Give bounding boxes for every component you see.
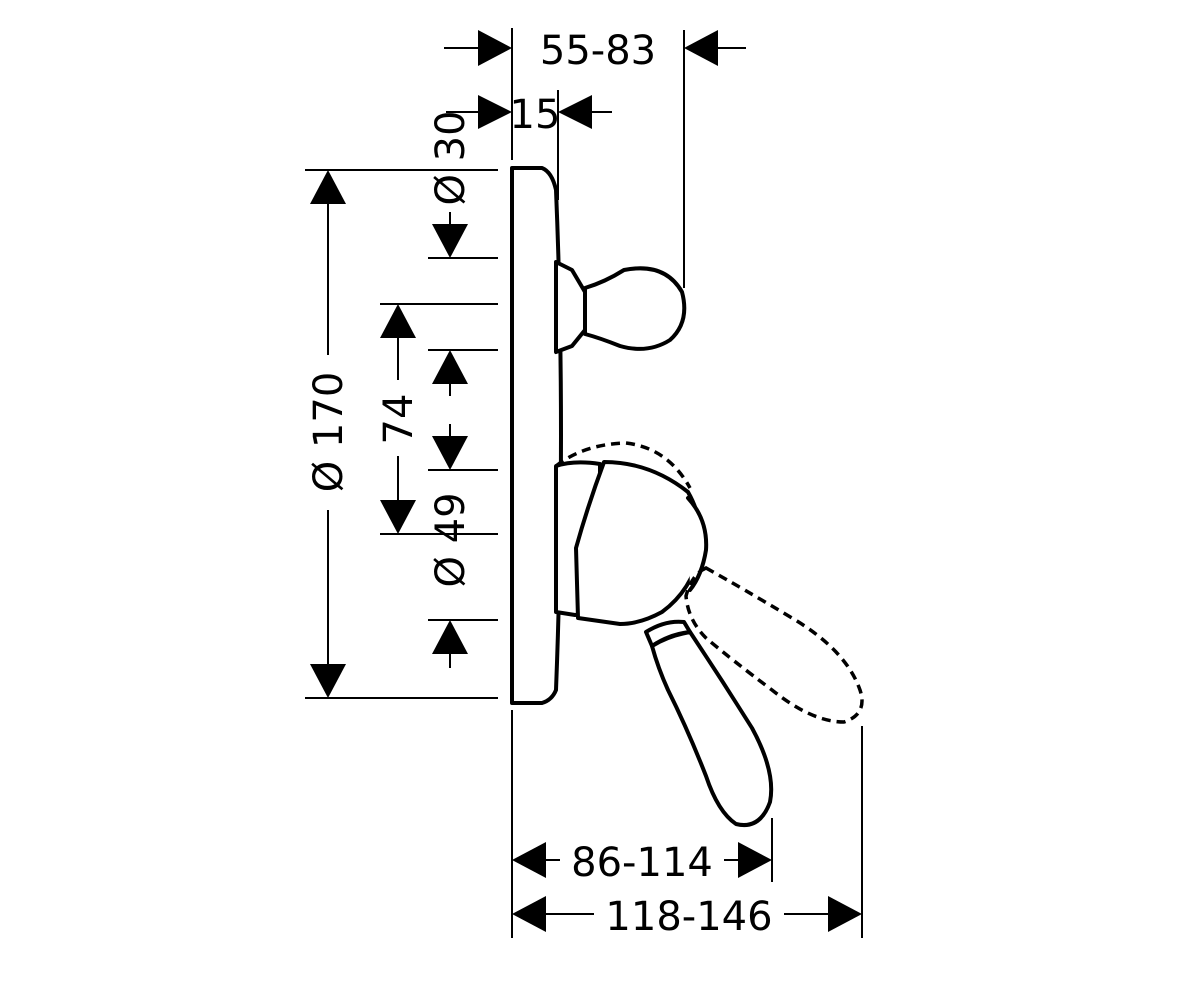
label-lever-reach-max: 118-146 — [605, 894, 772, 940]
dimension-projection: 55-83 — [444, 28, 746, 74]
label-spindle-spacing: 74 — [376, 394, 422, 445]
housing-cap — [686, 496, 709, 592]
ghost-housing — [554, 441, 692, 489]
extension-lines — [305, 28, 863, 938]
label-projection: 55-83 — [540, 28, 656, 74]
mixer-housing — [574, 460, 703, 626]
diverter-stem — [554, 260, 587, 354]
wall-rosette — [510, 166, 563, 705]
ghost-lever — [684, 566, 864, 724]
dimension-spindle-spacing: 74 — [376, 304, 422, 534]
label-body-diameter: Ø 49 — [428, 492, 474, 587]
lever-handle — [650, 630, 774, 827]
label-lever-reach: 86-114 — [571, 840, 713, 886]
dimension-cap-diameter: Ø 30 — [428, 110, 474, 258]
alternate-positions — [554, 441, 864, 724]
diverter-knob — [583, 266, 687, 351]
label-rosette-diameter: Ø 170 — [306, 372, 352, 493]
dimension-body-diameter: Ø 49 — [428, 350, 474, 668]
label-cap-diameter: Ø 30 — [428, 110, 474, 205]
dimension-rosette-diameter: Ø 170 — [306, 170, 352, 698]
dimension-lever-reach: 86-114 — [512, 840, 772, 886]
label-cap-depth: 15 — [510, 92, 561, 138]
dimension-cap-depth: 15 — [446, 92, 612, 138]
dimension-lever-reach-max: 118-146 — [512, 894, 862, 940]
faucet-outline — [510, 166, 774, 827]
